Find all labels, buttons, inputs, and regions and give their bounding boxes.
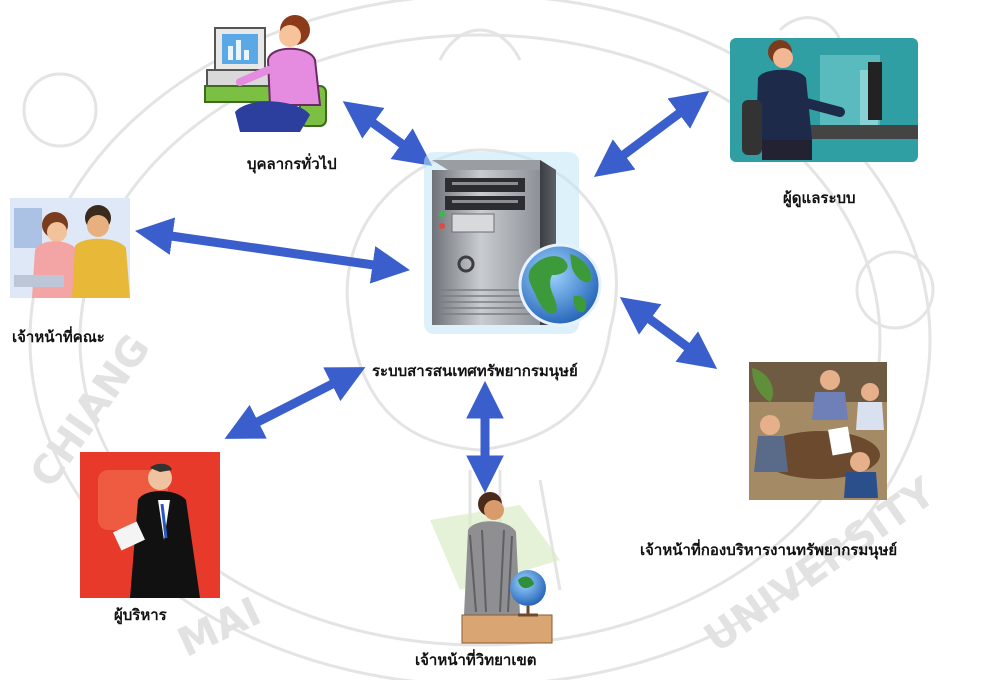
server-globe-icon [424, 152, 602, 334]
node-label-campus-staff: เจ้าหน้าที่วิทยาเขต [415, 651, 537, 669]
node-label-faculty-staff: เจ้าหน้าที่คณะ [12, 328, 105, 346]
arrow-system-admin [593, 90, 710, 178]
node-label-system-admin: ผู้ดูแลระบบ [783, 189, 856, 207]
arrow-hr-division-staff [619, 297, 718, 369]
node-label-executives: ผู้บริหาร [114, 606, 167, 624]
teacher-with-globe-icon [430, 492, 560, 644]
arrow-executives [224, 367, 366, 439]
node-label-general-staff: บุคลากรทั่วไป [247, 155, 337, 173]
admin-at-computer-icon [730, 38, 918, 162]
center-label: ระบบสารสนเทศทรัพยากรมนุษย์ [372, 362, 578, 380]
office-worker-icon [204, 15, 327, 132]
meeting-icon [749, 362, 887, 500]
arrow-general-staff [342, 101, 433, 166]
node-label-hr-division-staff: เจ้าหน้าที่กองบริหารงานทรัพยากรมนุษย์ [640, 541, 898, 559]
arrow-faculty-staff [135, 217, 410, 284]
executive-reading-icon [80, 452, 220, 598]
two-staff-at-computer-icon [10, 198, 130, 298]
